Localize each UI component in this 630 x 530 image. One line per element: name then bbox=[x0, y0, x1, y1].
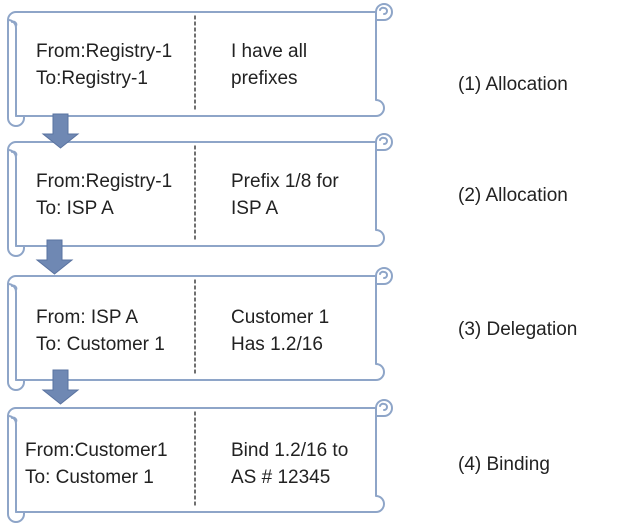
step-4-to: To: Customer 1 bbox=[25, 467, 154, 488]
step-4-message-line-1: Bind 1.2/16 to bbox=[231, 440, 349, 461]
step-4-message-line-2: AS # 12345 bbox=[231, 467, 331, 488]
step-4-label: (4) Binding bbox=[458, 454, 550, 475]
down-arrow-3-to-4 bbox=[42, 369, 79, 405]
step-4-message: Bind 1.2/16 to AS # 12345 bbox=[231, 437, 348, 491]
step-3-message: Customer 1 Has 1.2/16 bbox=[231, 304, 329, 358]
step-1-from-to: From:Registry-1 To:Registry-1 bbox=[36, 38, 172, 92]
step-3-from-to: From: ISP A To: Customer 1 bbox=[36, 304, 165, 358]
step-3-message-line-1: Customer 1 bbox=[231, 307, 330, 328]
step-4-from: From:Customer1 bbox=[25, 440, 168, 461]
step-3-to: To: Customer 1 bbox=[36, 334, 165, 355]
step-1-to: To:Registry-1 bbox=[36, 68, 148, 89]
step-1-from: From:Registry-1 bbox=[36, 41, 173, 62]
step-2-label: (2) Allocation bbox=[458, 185, 568, 206]
step-2-message-line-2: ISP A bbox=[231, 198, 279, 219]
step-2-message: Prefix 1/8 for ISP A bbox=[231, 168, 339, 222]
step-2-from: From:Registry-1 bbox=[36, 171, 173, 192]
step-1-message-line-1: I have all bbox=[231, 41, 308, 62]
step-3-from: From: ISP A bbox=[36, 307, 139, 328]
step-4-from-to: From:Customer1 To: Customer 1 bbox=[25, 437, 168, 491]
step-2-to: To: ISP A bbox=[36, 198, 114, 219]
step-3-label: (3) Delegation bbox=[458, 319, 578, 340]
step-3-message-line-2: Has 1.2/16 bbox=[231, 334, 323, 355]
step-1-message: I have all prefixes bbox=[231, 38, 307, 92]
step-2-from-to: From:Registry-1 To: ISP A bbox=[36, 168, 172, 222]
step-1-message-line-2: prefixes bbox=[231, 68, 298, 89]
step-2-message-line-1: Prefix 1/8 for bbox=[231, 171, 339, 192]
step-1-label: (1) Allocation bbox=[458, 74, 568, 95]
